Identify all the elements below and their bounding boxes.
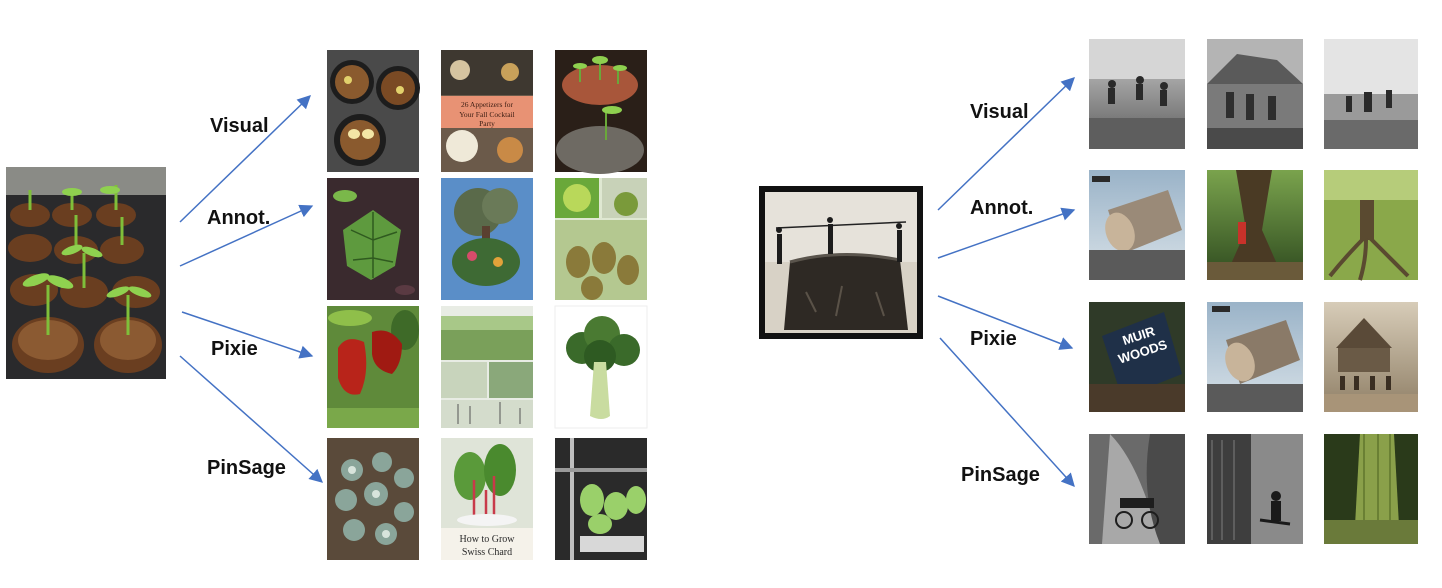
- left-label-pinsage: PinSage: [207, 457, 286, 479]
- left-arrow-pinsage: [179, 355, 324, 483]
- right-pinsage-result-3: [1324, 434, 1418, 544]
- right-annot-result-2: [1207, 170, 1303, 280]
- right-annot-result-1: [1089, 170, 1185, 280]
- left-panel: Visual Annot. Pixie PinSage 26 Appetizer…: [6, 50, 648, 560]
- right-arrow-visual: [937, 77, 1075, 211]
- appetizers-text-line2: Your Fall Cocktail: [459, 110, 515, 119]
- left-arrow-pixie: [181, 311, 314, 359]
- right-pixie-result-1: MUIR WOODS: [1089, 302, 1185, 412]
- right-query-image: [759, 186, 923, 339]
- left-annot-result-2: [441, 178, 533, 300]
- left-label-visual: Visual: [210, 115, 269, 137]
- right-label-annot: Annot.: [970, 197, 1033, 219]
- right-pixie-result-2: [1207, 302, 1303, 412]
- right-annot-result-3: [1324, 170, 1418, 281]
- right-label-visual: Visual: [970, 101, 1029, 123]
- left-visual-result-1: [327, 50, 420, 172]
- left-visual-result-2: 26 Appetizers for Your Fall Cocktail Par…: [441, 50, 533, 172]
- right-pinsage-result-1: [1089, 434, 1185, 544]
- left-query-image: [6, 167, 166, 379]
- swiss-chard-title-line1: How to Grow: [460, 534, 516, 545]
- right-label-pinsage: PinSage: [961, 464, 1040, 486]
- right-arrow-pixie: [937, 295, 1074, 350]
- left-arrow-visual: [179, 95, 311, 223]
- left-annot-result-3: [555, 178, 647, 300]
- left-label-pixie: Pixie: [211, 338, 258, 360]
- right-visual-result-1: [1089, 39, 1185, 149]
- right-visual-result-2: [1207, 39, 1303, 149]
- right-pixie-result-3: [1324, 302, 1418, 412]
- left-annot-result-1: [327, 178, 419, 300]
- right-visual-result-3: [1324, 39, 1418, 149]
- left-label-annot: Annot.: [207, 207, 270, 229]
- right-pinsage-result-2: [1207, 434, 1303, 544]
- left-pinsage-result-2: How to Grow Swiss Chard: [441, 438, 533, 560]
- left-pixie-result-2: [441, 306, 533, 428]
- left-pinsage-result-1: [327, 438, 419, 560]
- right-arrow-annot: [937, 207, 1076, 259]
- swiss-chard-title-line2: Swiss Chard: [462, 547, 512, 558]
- left-pixie-result-3: [554, 305, 648, 429]
- left-visual-result-3: [555, 50, 647, 174]
- right-arrow-pinsage: [939, 337, 1075, 488]
- left-arrow-annot: [179, 204, 314, 267]
- right-panel: Visual Annot. Pixie PinSage: [759, 39, 1418, 544]
- appetizers-text-line1: 26 Appetizers for: [461, 100, 514, 109]
- appetizers-text-line3: Party: [479, 119, 495, 128]
- right-label-pixie: Pixie: [970, 328, 1017, 350]
- left-pinsage-result-3: [555, 438, 647, 560]
- left-pixie-result-1: [327, 306, 419, 428]
